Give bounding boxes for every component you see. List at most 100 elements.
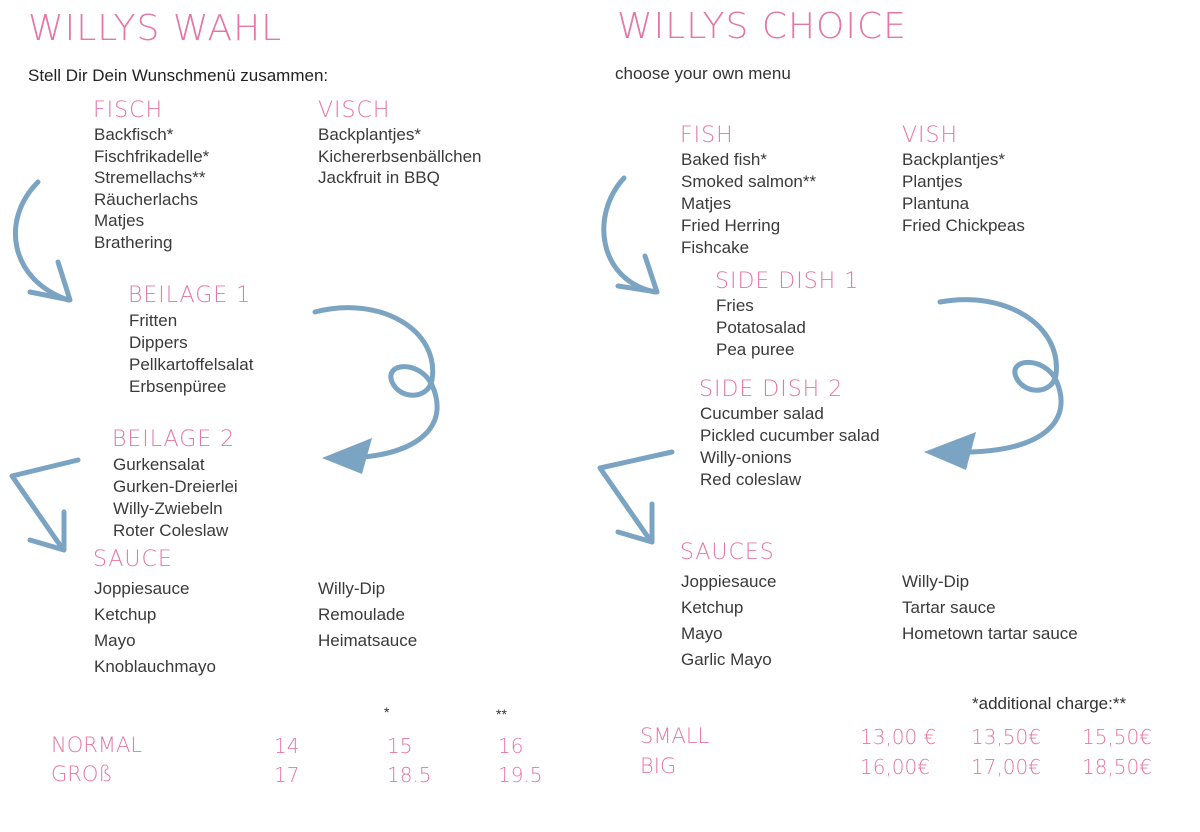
list-item: Potatosalad <box>716 318 806 337</box>
list-fisch: Backfisch* Fischfrikadelle* Stremellachs… <box>94 124 209 253</box>
subtitle-de: Stell Dir Dein Wunschmenü zusammen: <box>28 66 329 85</box>
list-item: Willy-onions <box>700 448 792 467</box>
list-item: Brathering <box>94 232 173 252</box>
list-item: Fried Chickpeas <box>902 216 1025 235</box>
price-value: 17,00€ <box>971 755 1041 779</box>
price-star-header: ** <box>496 706 507 722</box>
price-row-label: BIG <box>640 754 677 778</box>
list-item: Smoked salmon** <box>681 172 817 191</box>
arrow-head-icon <box>322 438 372 474</box>
price-value: 15 <box>387 734 413 758</box>
list-item: Ketchup <box>681 598 744 617</box>
list-sauces-col1: Joppiesauce Ketchup Mayo Garlic Mayo <box>681 569 776 673</box>
list-sauce-col2: Willy-Dip Remoulade Heimatsauce <box>318 576 417 654</box>
price-value: 17 <box>274 763 300 787</box>
list-item: Heimatsauce <box>318 631 418 650</box>
arrow-head-icon <box>615 253 660 295</box>
price-value: 16 <box>498 734 524 758</box>
arrow-head-icon <box>27 259 73 303</box>
list-item: Cucumber salad <box>700 404 824 423</box>
list-item: Pea puree <box>716 340 795 359</box>
list-item: Remoulade <box>318 605 405 624</box>
list-item: Matjes <box>94 211 145 230</box>
section-heading-fish: FISH <box>680 123 734 148</box>
list-item: Joppiesauce <box>681 572 777 591</box>
arrow-zigzag-icon <box>597 449 675 543</box>
list-item: Fries <box>716 296 754 315</box>
list-item: Garlic Mayo <box>681 650 772 669</box>
list-item: Gurkensalat <box>113 455 205 474</box>
arrow-curve-icon <box>13 179 71 303</box>
list-item: Willy-Dip <box>318 579 386 598</box>
arrow-curve-icon <box>601 175 658 295</box>
price-row-label: SMALL <box>640 724 710 748</box>
section-heading-side2: SIDE DISH 2 <box>699 377 844 402</box>
list-item: Ketchup <box>94 605 157 624</box>
section-heading-beilage2: BEILAGE 2 <box>112 427 236 452</box>
subtitle-en: choose your own menu <box>615 64 791 83</box>
list-item: Red coleslaw <box>700 470 802 489</box>
list-item: Roter Coleslaw <box>113 521 229 540</box>
price-value: 18,50€ <box>1082 755 1152 779</box>
list-item: Dippers <box>129 333 188 352</box>
section-heading-visch: VISCH <box>318 98 391 123</box>
price-value: 18.5 <box>387 763 432 787</box>
arrow-loop-icon <box>312 305 440 461</box>
section-heading-fisch: FISCH <box>93 98 164 123</box>
section-heading-sauces: SAUCES <box>680 540 775 565</box>
list-item: Willy-Zwiebeln <box>113 499 223 518</box>
section-heading-sauce: SAUCE <box>93 547 173 572</box>
list-item: Kichererbsenbällchen <box>318 146 482 166</box>
list-item: Tartar sauce <box>902 598 996 617</box>
list-item: Plantuna <box>902 194 970 213</box>
price-row-label: NORMAL <box>51 733 143 757</box>
list-item: Backplantjes* <box>318 125 422 144</box>
section-heading-beilage1: BEILAGE 1 <box>128 283 252 308</box>
list-sauce-col1: Joppiesauce Ketchup Mayo Knoblauchmayo <box>94 576 216 680</box>
arrow-loop-icon <box>937 297 1064 455</box>
list-item: Gurken-Dreierlei <box>113 477 238 496</box>
list-item: Baked fish* <box>681 150 767 169</box>
section-heading-vish: VISH <box>902 123 959 148</box>
price-value: 14 <box>274 734 300 758</box>
section-heading-side1: SIDE DISH 1 <box>715 269 860 294</box>
list-item: Mayo <box>94 631 136 650</box>
list-item: Stremellachs** <box>94 168 206 187</box>
list-item: Pickled cucumber salad <box>700 426 880 445</box>
list-item: Matjes <box>681 194 732 213</box>
list-beilage1: Fritten Dippers Pellkartoffelsalat Erbse… <box>129 310 253 398</box>
price-star-header: * <box>384 704 390 720</box>
additional-charge-note: *additional charge:** <box>972 694 1127 713</box>
price-value: 16,00€ <box>860 755 930 779</box>
list-item: Knoblauchmayo <box>94 657 216 676</box>
arrow-head-icon <box>27 509 67 553</box>
price-value: 13,50€ <box>971 725 1041 749</box>
list-item: Erbsenpüree <box>129 377 227 396</box>
price-value: 19.5 <box>498 763 543 787</box>
page-title-de: WILLYS WAHL <box>28 8 283 49</box>
price-value: 13,00 € <box>860 725 937 749</box>
list-side1: Fries Potatosalad Pea puree <box>716 295 806 361</box>
list-item: Räucherlachs <box>94 189 198 209</box>
list-item: Backfisch* <box>94 125 174 144</box>
list-item: Fishcake <box>681 238 750 257</box>
list-vish: Backplantjes* Plantjes Plantuna Fried Ch… <box>902 149 1025 237</box>
list-fish: Baked fish* Smoked salmon** Matjes Fried… <box>681 149 816 259</box>
list-item: Hometown tartar sauce <box>902 624 1078 643</box>
list-item: Pellkartoffelsalat <box>129 355 254 374</box>
list-visch: Backplantjes* Kichererbsenbällchen Jackf… <box>318 124 482 189</box>
list-item: Plantjes <box>902 172 963 191</box>
list-item: Jackfruit in BBQ <box>318 168 440 187</box>
arrow-head-icon <box>615 501 655 545</box>
price-value: 15,50€ <box>1082 725 1152 749</box>
list-item: Joppiesauce <box>94 579 190 598</box>
arrow-head-icon <box>924 432 976 470</box>
list-item: Fried Herring <box>681 216 781 235</box>
price-row-label: GROß <box>51 762 113 786</box>
list-item: Willy-Dip <box>902 572 970 591</box>
page-title-en: WILLYS CHOICE <box>617 6 907 47</box>
list-item: Fritten <box>129 311 178 330</box>
list-item: Backplantjes* <box>902 150 1006 169</box>
list-item: Mayo <box>681 624 723 643</box>
